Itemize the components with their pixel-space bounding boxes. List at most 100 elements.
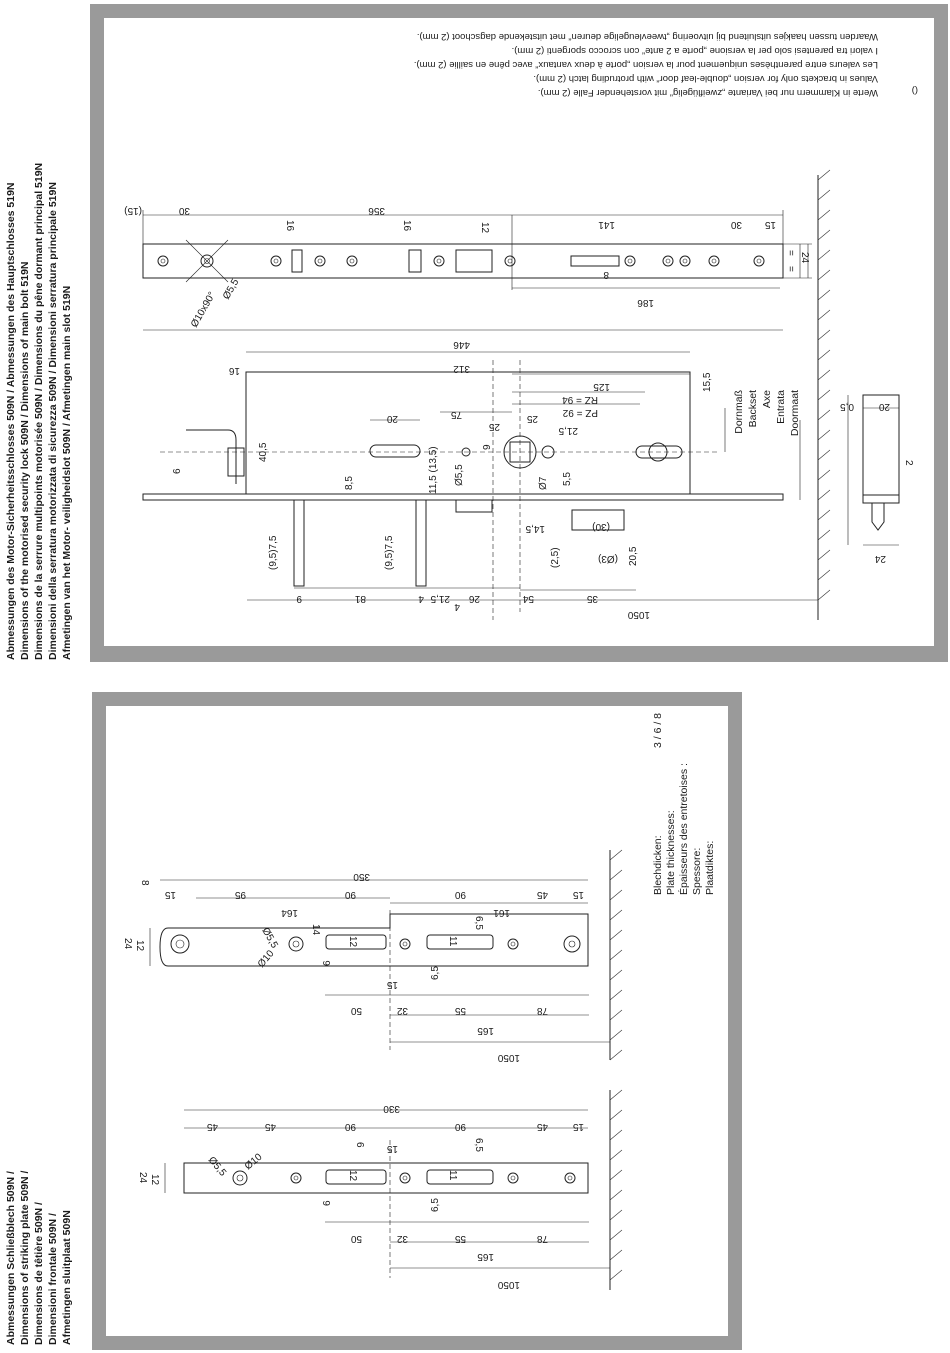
note-fr: Les valeurs entre parenthèses uniquement… (414, 59, 878, 70)
bolt-2 (415, 499, 427, 587)
p1-dim-164: 164 (281, 907, 298, 918)
dim-8-5: 8,5 (344, 476, 355, 490)
dim-d5-5: Ø5,5 (454, 464, 465, 486)
title-block-bottom: Abmessungen Schließblech 509N / Dimensio… (5, 1170, 73, 1345)
dim-141: 141 (598, 219, 615, 230)
dim-75: 75 (450, 409, 462, 420)
title-block-top: Abmessungen des Motor-Sicherheitsschloss… (5, 163, 73, 660)
p2-dim-1050: 1050 (497, 1279, 520, 1290)
wall-hatch-top (817, 169, 831, 620)
dim-15-right: 15 (764, 219, 776, 230)
dim-d10x90: Ø10x90° (189, 290, 218, 329)
p2-dim-d10: Ø10 (243, 1151, 265, 1172)
strike-plate-2: 330 45 45 90 90 45 15 15 6 6,5 24 12 12 … (137, 1103, 610, 1290)
dim-9-5-7-5-b: (9,5)7,5 (384, 535, 395, 570)
p1-dim-165: 165 (477, 1025, 494, 1036)
p1-dim-14: 14 (310, 924, 321, 936)
side-dim-0-5: 0,5 (840, 401, 854, 412)
plate-1-outline (159, 913, 589, 967)
p2-dim-15b: 15 (386, 1143, 398, 1154)
dim-186: 186 (637, 297, 654, 308)
notes-marker: () (912, 85, 918, 96)
p2-dim-165: 165 (477, 1251, 494, 1262)
p2-dim-6-5: 6,5 (473, 1138, 484, 1152)
p1-dim-78: 78 (536, 1005, 548, 1016)
p2-dim-50: 50 (350, 1233, 362, 1244)
p2-dim-45b: 45 (264, 1121, 276, 1132)
p1-dim-95: 95 (234, 889, 246, 900)
dim-81: 81 (354, 593, 366, 604)
title-bottom-en: Dimensions of striking plate 509N / (19, 1170, 31, 1345)
lock-body-view: 16 312 125 RZ = 94 PZ = 92 75 25 25 20 2… (142, 351, 818, 620)
p1-dim-90b: 90 (454, 889, 466, 900)
p1-dim-12b: 12 (347, 936, 358, 948)
side-view: 20 0,5 2 24 (840, 394, 914, 564)
p2-dim-6-5b: 6,5 (430, 1198, 441, 1212)
dim-9: 9 (482, 444, 493, 450)
p2-dim-90b: 90 (454, 1121, 466, 1132)
title-top-fr: Dimensions de la serrure multipoints mot… (33, 163, 45, 660)
p1-dim-15c: 15 (386, 979, 398, 990)
dim-35: 35 (586, 593, 598, 604)
dim-25-a: 25 (488, 421, 500, 432)
strike-plate-1: 350 15 95 90 90 45 15 8 164 161 6,5 24 1… (122, 871, 610, 1063)
dim-21-5: 21,5 (558, 425, 578, 436)
p1-dim-32: 32 (396, 1005, 408, 1016)
dim-356: 356 (368, 205, 385, 216)
p2-dim-d5-5: Ø5,5 (206, 1155, 229, 1179)
thickness-it: Spessore: (691, 848, 703, 895)
backset-de: Dornmaß (733, 390, 745, 434)
dim-24: 24 (799, 252, 810, 264)
title-bottom-it: Dimensioni frontale 509N / (47, 1213, 59, 1345)
faceplate-edge (142, 493, 784, 501)
dim-1050-top: 1050 (627, 609, 650, 620)
dim-6: 6 (172, 468, 183, 474)
p2-dim-90a: 90 (344, 1121, 356, 1132)
p2-dim-6b: 6 (322, 1200, 333, 1206)
p2-dim-330: 330 (383, 1103, 400, 1114)
dim-15-5: 15,5 (702, 372, 713, 392)
dim-16-b: 16 (401, 220, 412, 232)
p1-dim-8: 8 (139, 880, 150, 886)
bottom-panel (106, 706, 728, 1336)
p1-dim-1050: 1050 (497, 1052, 520, 1063)
side-dim-20: 20 (878, 401, 890, 412)
dim-5-5: 5,5 (562, 472, 573, 486)
faceplate-outline (142, 243, 784, 279)
dim-16-a: 16 (284, 220, 295, 232)
dim-125: 125 (593, 381, 610, 392)
dim-pz92: PZ = 92 (562, 407, 598, 418)
p2-dim-6: 6 (354, 1142, 365, 1148)
dim-30-right: 30 (730, 219, 742, 230)
dim-9-5-7-5-a: (9,5)7,5 (268, 535, 279, 570)
side-dim-24: 24 (874, 553, 886, 564)
latch (455, 499, 493, 513)
title-bottom-de: Abmessungen Schließblech 509N / (5, 1171, 17, 1345)
lock-case (245, 371, 691, 495)
dim-11-5: 11,5 (13,5) (428, 446, 439, 494)
dim-2-5-paren: (2,5) (550, 547, 561, 568)
dim-16: 16 (228, 365, 240, 376)
dim-12: 12 (479, 222, 490, 234)
dim-20: 20 (386, 413, 398, 424)
dim-d55: Ø5,5 (221, 277, 242, 302)
backset-en: Backset (747, 390, 759, 427)
thickness-en: Plate thicknesses: (665, 810, 677, 895)
wall-hatch-bottom-2 (609, 1089, 623, 1290)
thickness-nl: Plaatdiktes: (704, 841, 716, 895)
title-top-it: Dimensioni della serratura motorizzata d… (47, 182, 59, 660)
p1-dim-6-5b: 6,5 (430, 966, 441, 980)
faceplate-view: (15) 30 356 141 30 15 16 16 12 24 = = 18… (124, 205, 812, 350)
backset-it: Entrata (775, 390, 787, 424)
dim-25-b: 25 (526, 413, 538, 424)
wall-hatch-bottom-1 (609, 849, 623, 1061)
p2-dim-12b: 12 (347, 1170, 358, 1182)
title-top-en: Dimensions of the motorised security loc… (19, 261, 31, 660)
dim-21-5-b: 21,5 (430, 593, 450, 604)
note-en: Values in brackets only for version „dou… (533, 73, 878, 84)
thickness-fr: Épaisseurs des entretoises : (677, 763, 690, 895)
p1-dim-d10: Ø10 (256, 948, 277, 970)
notes-block: () Werte in Klammern nur bei Variante „z… (414, 31, 918, 98)
backset-nl: Doormaat (789, 390, 801, 436)
